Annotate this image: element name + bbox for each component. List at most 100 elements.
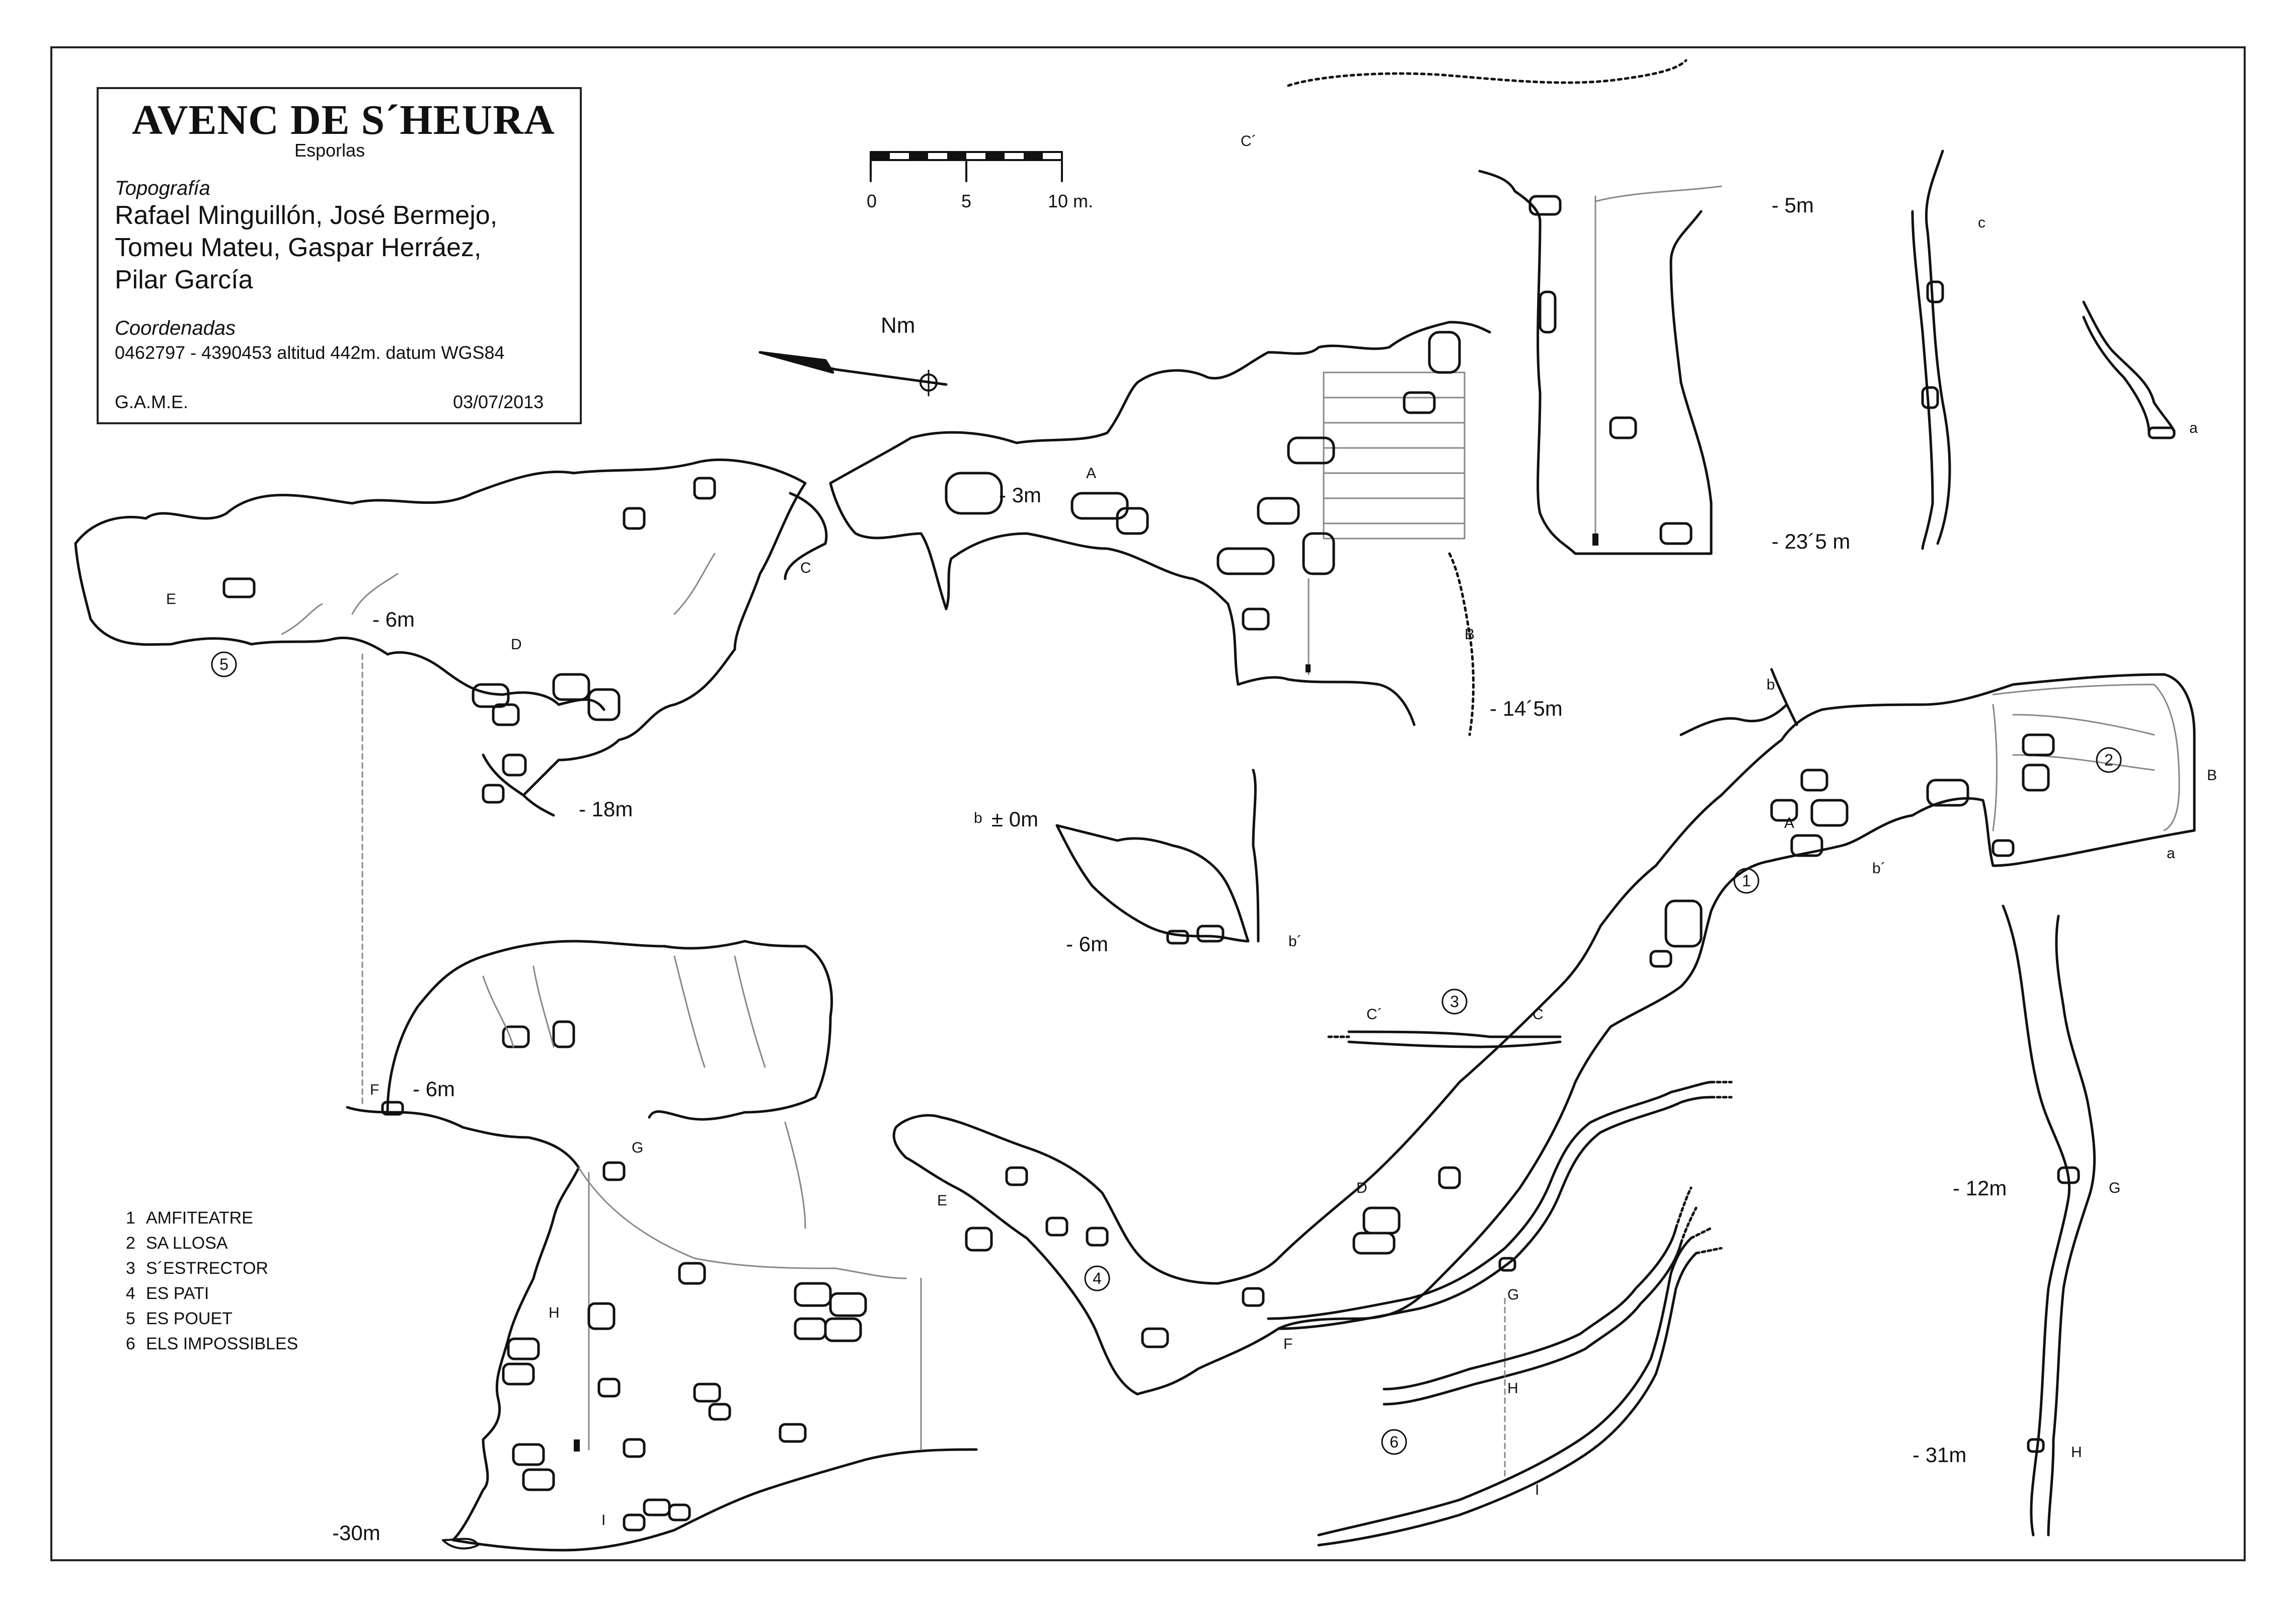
scale-tick-0: 0 xyxy=(867,191,877,211)
section-letter: H xyxy=(2071,1444,2082,1461)
section-letter: H xyxy=(549,1305,560,1321)
authors: Rafael Minguillón, José Bermejo, Tomeu M… xyxy=(115,199,497,296)
profile-shaft-c-narrow xyxy=(1911,149,1951,550)
section-letter: C´ xyxy=(1366,1006,1383,1023)
room-name: ELS IMPOSSIBLES xyxy=(146,1334,298,1353)
plan-view xyxy=(892,668,2196,1547)
section-letter: c xyxy=(1978,214,1985,231)
scale-labels: 0 5 10 m. xyxy=(867,191,1093,211)
section-letter: I xyxy=(601,1512,605,1529)
room-number: 4 xyxy=(126,1284,135,1303)
room-item: 1 AMFITEATRE xyxy=(126,1205,298,1231)
room-marker-labels: 5 2 1 3 4 6 xyxy=(219,655,2113,1451)
topography-label: Topografía xyxy=(115,177,210,199)
room-name: S´ESTRECTOR xyxy=(146,1259,269,1278)
section-letter: F xyxy=(370,1082,379,1098)
profile-section-gh-right xyxy=(2002,904,2096,1537)
depth-label: - 14´5m xyxy=(1490,697,1563,720)
profile-section-ghi xyxy=(346,653,978,1552)
depth-label: - 5m xyxy=(1772,193,1814,217)
room-name: ES PATI xyxy=(146,1284,209,1303)
depth-label: - 12m xyxy=(1953,1176,2007,1200)
room-legend: 1 AMFITEATRE 2 SA LLOSA 3 S´ESTRECTOR 4 ES P… xyxy=(126,1205,298,1356)
section-letter: C xyxy=(1533,1006,1544,1023)
depth-label: - 18m xyxy=(579,797,633,821)
room-item: 6 ELS IMPOSSIBLES xyxy=(126,1331,298,1356)
section-letters: A B C D E C´ c a b B a A b´ C´ C D E F G… xyxy=(166,133,2217,1529)
author-line: Tomeu Mateu, Gaspar Herráez, xyxy=(115,233,482,262)
room-number-label: 2 xyxy=(2104,751,2113,769)
club-name: G.A.M.E. xyxy=(115,392,189,412)
section-letter: E xyxy=(937,1192,947,1209)
section-letter: b xyxy=(1767,676,1775,693)
section-letter: a xyxy=(2167,845,2175,862)
depth-label: -30m xyxy=(332,1521,380,1545)
room-name: ES POUET xyxy=(146,1309,233,1328)
author-line: Pilar García xyxy=(115,265,253,294)
room-item: 2 SA LLOSA xyxy=(126,1231,298,1256)
depth-label: ± 0m xyxy=(991,807,1038,831)
room-number: 2 xyxy=(126,1234,135,1253)
profile-shaft-c xyxy=(1287,59,1722,555)
profile-detail-a xyxy=(2082,300,2176,439)
title-block xyxy=(97,87,582,424)
room-name: AMFITEATRE xyxy=(146,1208,253,1228)
cave-title: AVENC DE S´HEURA xyxy=(132,97,555,143)
scale-bar xyxy=(870,151,1063,182)
cave-location: Esporlas xyxy=(294,140,365,161)
survey-date: 03/07/2013 xyxy=(453,392,544,412)
section-letter: H xyxy=(1507,1380,1518,1397)
section-letter: b xyxy=(974,810,982,826)
profile-section-b xyxy=(1055,769,1260,945)
depth-label: - 31m xyxy=(1912,1443,1966,1467)
north-arrow xyxy=(758,351,948,397)
map-frame xyxy=(50,46,2246,1561)
section-letter: b´ xyxy=(1872,860,1886,877)
room-number: 1 xyxy=(126,1208,135,1228)
section-letter: G xyxy=(1507,1286,1519,1303)
section-letter: D xyxy=(511,636,522,653)
depth-label: - 6m xyxy=(372,607,415,631)
depth-label: - 23´5 m xyxy=(1772,529,1850,553)
section-letter: b´ xyxy=(1288,933,1302,950)
room-item: 5 ES POUET xyxy=(126,1306,298,1331)
room-number-label: 4 xyxy=(1093,1269,1102,1287)
author-line: Rafael Minguillón, José Bermejo, xyxy=(115,201,498,230)
section-letter: G xyxy=(2109,1180,2120,1196)
profile-section-ab xyxy=(829,321,1491,736)
room-number: 6 xyxy=(126,1334,135,1353)
section-letter: F xyxy=(1283,1336,1292,1352)
section-letter: G xyxy=(632,1139,643,1156)
depth-label: - 6m xyxy=(413,1077,455,1101)
section-letter: E xyxy=(166,591,176,607)
room-number-label: 1 xyxy=(1742,872,1751,890)
depth-label: - 3m xyxy=(999,483,1041,507)
section-letter: A xyxy=(1784,815,1794,831)
depth-labels: - 3m - 6m - 18m - 14´5m - 5m - 23´5 m ± … xyxy=(332,193,2007,1545)
room-number-label: 5 xyxy=(219,655,228,673)
room-number-label: 3 xyxy=(1450,993,1459,1011)
section-letter: D xyxy=(1356,1180,1367,1196)
section-letter: B xyxy=(2207,767,2217,784)
profile-section-5 xyxy=(74,459,828,817)
room-number: 3 xyxy=(126,1259,135,1278)
room-number-label: 6 xyxy=(1390,1433,1399,1451)
room-markers xyxy=(211,651,2122,1455)
section-letter: C´ xyxy=(1241,133,1257,149)
north-label: Nm xyxy=(881,313,915,338)
room-number: 5 xyxy=(126,1309,135,1328)
room-item: 4 ES PATI xyxy=(126,1281,298,1306)
section-letter: a xyxy=(2189,420,2198,436)
section-letter: A xyxy=(1086,465,1096,482)
depth-label: - 6m xyxy=(1066,932,1108,956)
scale-tick-5: 5 xyxy=(961,191,971,211)
room-item: 3 S´ESTRECTOR xyxy=(126,1256,298,1281)
coordinates-label: Coordenadas xyxy=(115,317,236,339)
section-letter: B xyxy=(1465,626,1475,643)
room-name: SA LLOSA xyxy=(146,1234,228,1253)
section-letter: C xyxy=(800,560,811,576)
coordinates-value: 0462797 - 4390453 altitud 442m. datum WG… xyxy=(115,342,505,363)
section-letter: I xyxy=(1535,1482,1539,1498)
scale-tick-10: 10 m. xyxy=(1048,191,1093,211)
